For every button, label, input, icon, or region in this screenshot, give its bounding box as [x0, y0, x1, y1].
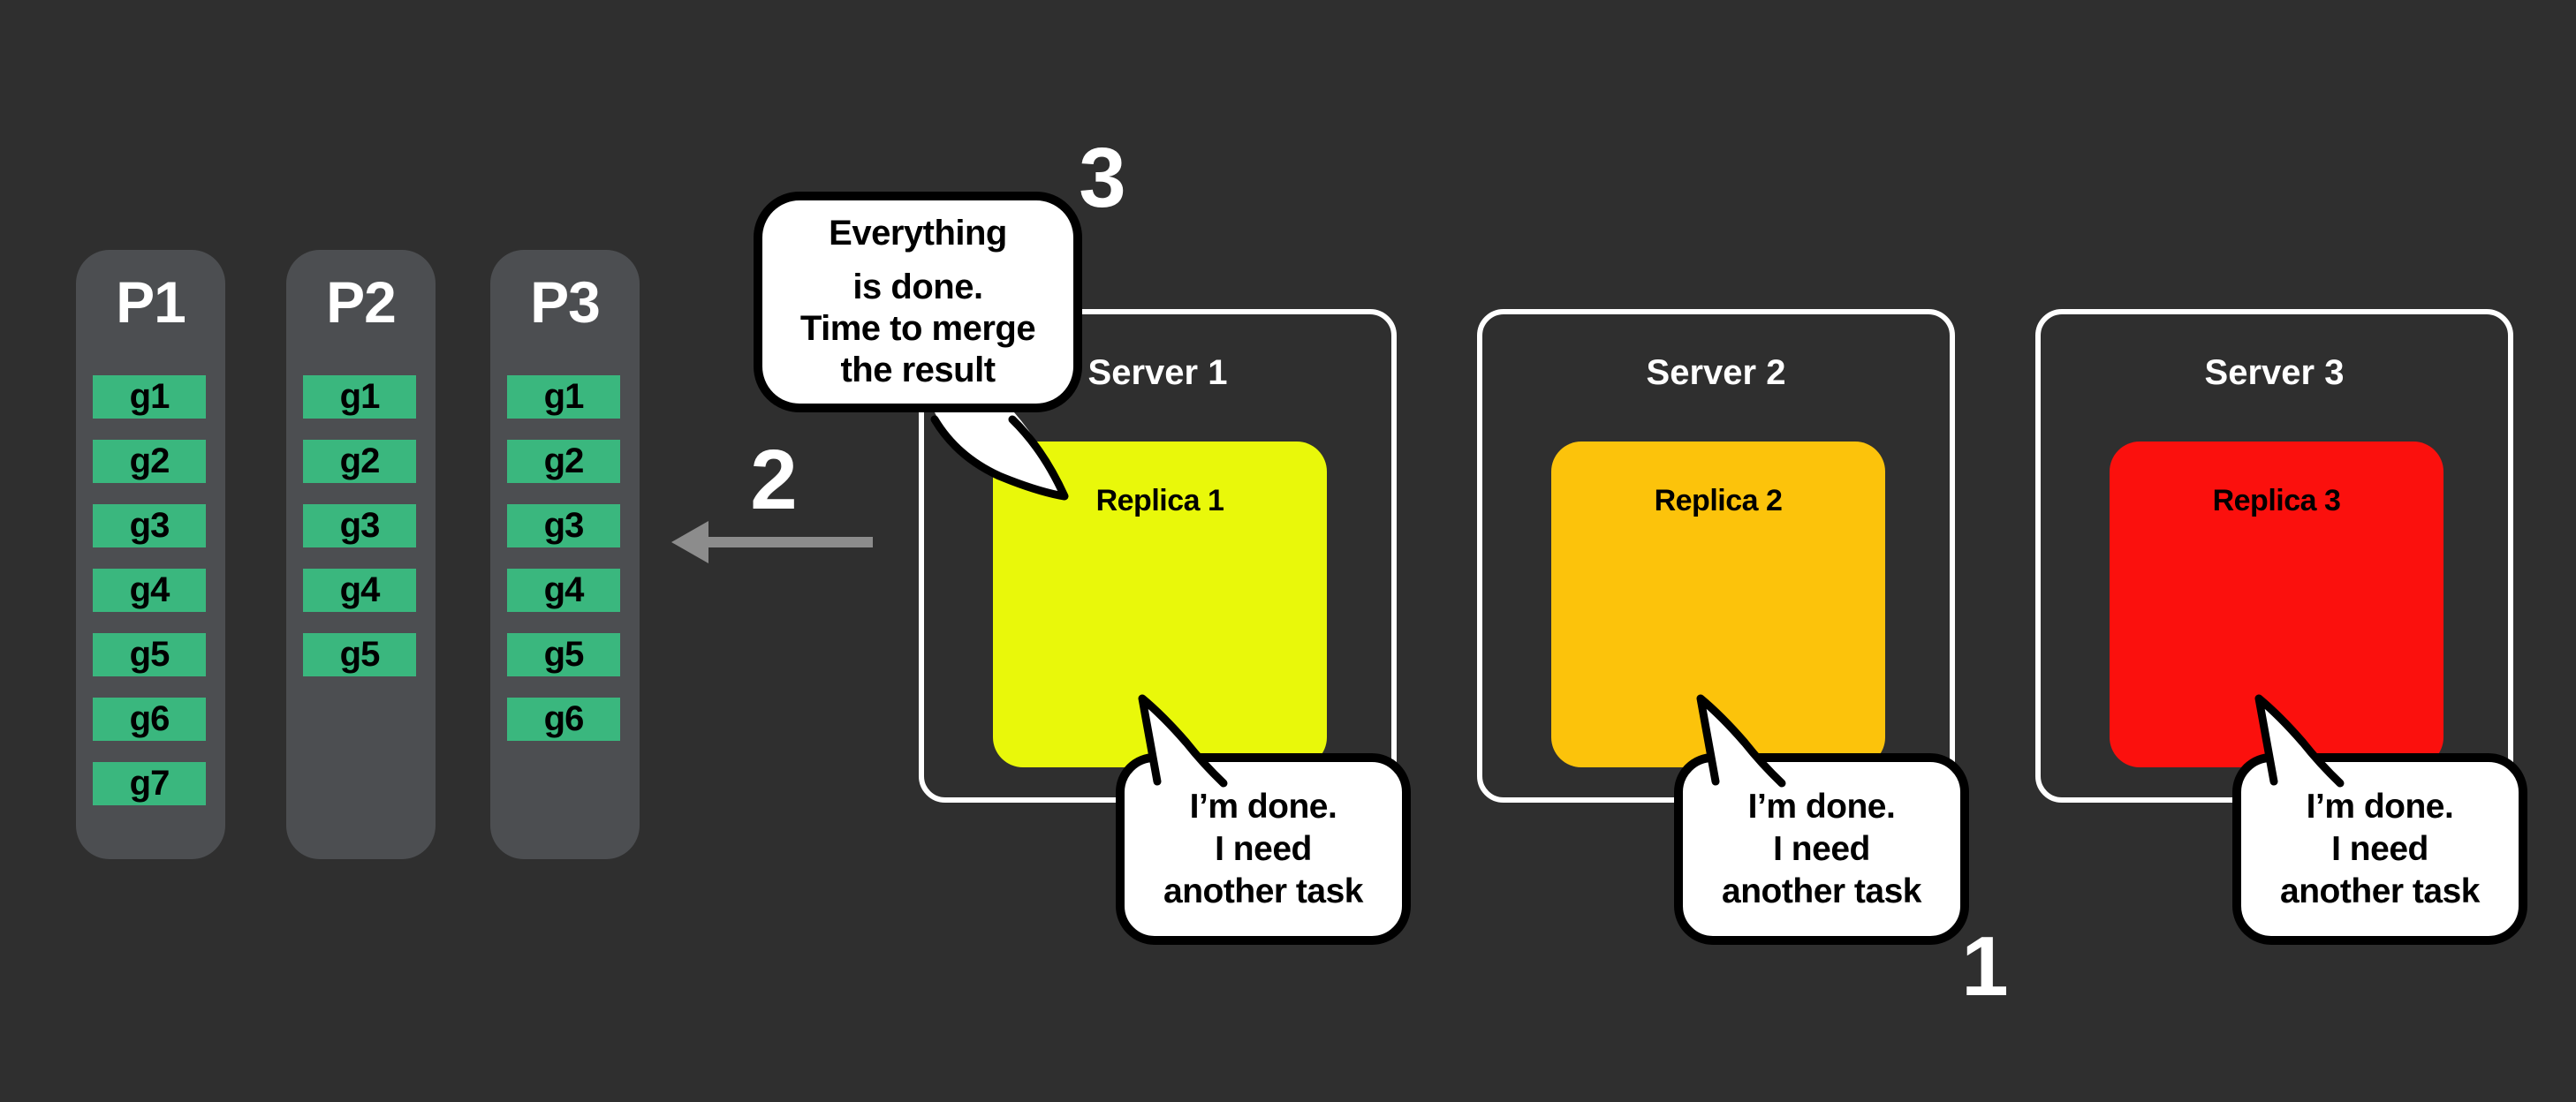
bubble-text-line: I need	[1215, 829, 1312, 868]
group-list: g1 g2 g3 g4 g5 g6	[507, 375, 620, 762]
server-title: Server 1	[1087, 353, 1228, 392]
step-2-label: 2	[750, 433, 798, 527]
group-chip: g3	[507, 504, 620, 547]
server-title: Server 2	[1646, 353, 1786, 392]
partition-p3: P3 g1 g2 g3 g4 g5 g6	[490, 250, 640, 859]
group-chip: g1	[507, 375, 620, 419]
bubble-text-line: another task	[1163, 872, 1363, 910]
speech-tail-icon	[1138, 694, 1228, 788]
step-1-label: 1	[1961, 919, 2009, 1014]
group-list: g1 g2 g3 g4 g5	[303, 375, 416, 698]
partition-title: P3	[530, 269, 601, 335]
partition-title: P1	[116, 269, 186, 335]
bubble-text-line: the result	[840, 351, 996, 389]
group-chip: g2	[303, 440, 416, 483]
group-chip: g2	[507, 440, 620, 483]
replica-label: Replica 2	[1654, 484, 1783, 517]
bubble-text-line: Time to merge	[799, 309, 1036, 348]
step-3-label: 3	[1079, 131, 1126, 225]
bubble-text-line: I’m done.	[1189, 787, 1337, 826]
group-chip: g5	[303, 633, 416, 676]
replica-label: Replica 3	[2212, 484, 2341, 517]
bubble-text-line: I’m done.	[1747, 787, 1896, 826]
group-chip: g4	[303, 569, 416, 612]
group-chip: g3	[93, 504, 206, 547]
speech-tail-icon	[1696, 694, 1786, 788]
bubble-text-line: I need	[2331, 829, 2428, 868]
replica-label: Replica 1	[1095, 484, 1224, 517]
done-speech-bubble-2: I’m done.I need another task	[1674, 694, 1969, 945]
group-chip: g3	[303, 504, 416, 547]
group-chip: g5	[507, 633, 620, 676]
server-title: Server 3	[2204, 353, 2345, 392]
merge-arrow-icon	[671, 521, 873, 563]
bubble-text-line: I’m done.	[2306, 787, 2454, 826]
partition-p1: P1 g1 g2 g3 g4 g5 g6 g7	[76, 250, 225, 859]
group-chip: g7	[93, 762, 206, 805]
done-speech-bubble-3: I’m done.I need another task	[2232, 694, 2527, 945]
done-speech-bubble-1: I’m done.I need another task	[1116, 694, 1411, 945]
bubble-text-line: is done.	[852, 268, 983, 306]
group-chip: g2	[93, 440, 206, 483]
speech-tail-icon	[930, 412, 1069, 501]
partition-title: P2	[326, 269, 397, 335]
group-chip: g1	[93, 375, 206, 419]
speech-tail-icon	[2254, 694, 2345, 788]
group-list: g1 g2 g3 g4 g5 g6 g7	[93, 375, 206, 826]
bubble-text-line: I need	[1773, 829, 1870, 868]
bubble-text-line: Everything	[829, 214, 1007, 253]
group-chip: g6	[507, 698, 620, 741]
group-chip: g1	[303, 375, 416, 419]
bubble-text-line: another task	[1722, 872, 1921, 910]
bubble-text-line: another task	[2280, 872, 2480, 910]
group-chip: g4	[507, 569, 620, 612]
group-chip: g4	[93, 569, 206, 612]
group-chip: g5	[93, 633, 206, 676]
group-chip: g6	[93, 698, 206, 741]
partition-p2: P2 g1 g2 g3 g4 g5	[286, 250, 436, 859]
